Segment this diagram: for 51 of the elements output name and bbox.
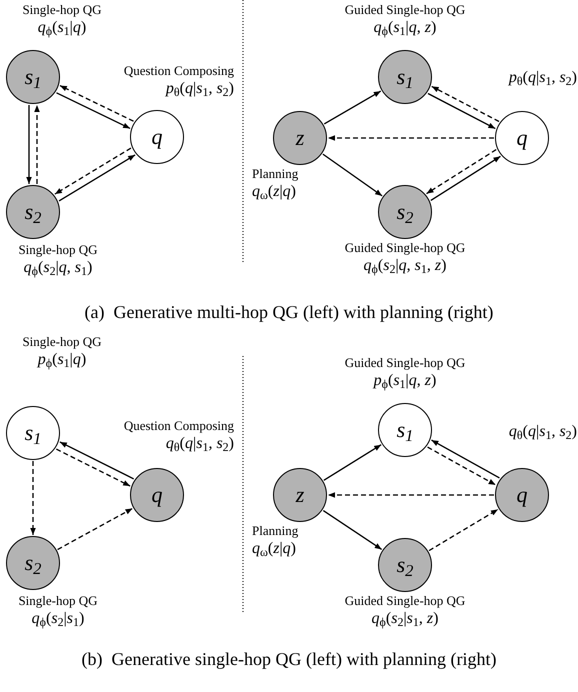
arrow xyxy=(60,441,134,480)
formula-text: q$_{ϕ}$(s$_{1}$|q) xyxy=(38,18,86,38)
arrow xyxy=(324,90,382,124)
formula-text: p$_{ϕ}$(s$_{1}$|q) xyxy=(38,350,86,370)
node-caption: Guided Single-hop QG xyxy=(344,593,466,609)
arrow xyxy=(56,92,130,129)
formula-text: p$_{θ}$(q|s$_{1}$, s$_{2}$) xyxy=(166,79,234,99)
arrow xyxy=(431,440,500,478)
arrow xyxy=(431,86,500,122)
arrow xyxy=(56,448,130,487)
node-caption: Question Composing xyxy=(124,63,234,79)
arrow xyxy=(322,154,382,196)
arrow xyxy=(328,492,494,498)
formula-text: q$_{ϕ}$(s$_{1}$|q, z) xyxy=(374,18,436,38)
formula-text: q$_{ϕ}$(s$_{2}$|s$_{1}$, z) xyxy=(372,609,438,629)
node-caption: Single-hop QG xyxy=(22,2,102,18)
node-caption: Guided Single-hop QG xyxy=(344,240,466,256)
arrow xyxy=(430,156,501,201)
arrow xyxy=(54,148,132,195)
node-caption: Planning xyxy=(252,523,298,539)
figure-caption: (a) Generative multi-hop QG (left) with planning (right) xyxy=(84,301,494,324)
arrow xyxy=(328,135,494,141)
arrow xyxy=(30,461,36,535)
node-caption: Guided Single-hop QG xyxy=(344,2,466,18)
arrow xyxy=(426,149,497,194)
arrow xyxy=(58,154,136,202)
formula-text: q$_{θ}$(q|s$_{1}$, s$_{2}$) xyxy=(508,422,577,442)
formula-text: p$_{θ}$(q|s$_{1}$, s$_{2}$) xyxy=(508,68,577,88)
formula-text: q$_{ϕ}$(s$_{2}$|q, s$_{1}$, z) xyxy=(364,256,446,276)
formula-text: q$_{ω}$(z|q) xyxy=(252,539,296,559)
arrow xyxy=(428,92,496,130)
arrow xyxy=(323,444,382,481)
figure-caption: (b) Generative single-hop QG (left) with planning (right) xyxy=(82,648,496,671)
formula-text: q$_{ω}$(z|q) xyxy=(252,182,296,202)
arrow xyxy=(322,510,382,550)
arrow xyxy=(34,105,40,184)
formula-text: q$_{ϕ}$(s$_{2}$|s$_{1}$) xyxy=(32,609,84,629)
formula-text: q$_{ϕ}$(s$_{2}$|q, s$_{1}$) xyxy=(24,258,92,278)
node-caption: Single-hop QG xyxy=(18,242,98,258)
node-caption: Guided Single-hop QG xyxy=(344,355,466,371)
arrow xyxy=(57,508,133,550)
arrow xyxy=(427,446,496,486)
formula-text: q$_{θ}$(q|s$_{1}$, s$_{2}$) xyxy=(166,434,234,454)
node-caption: Single-hop QG xyxy=(22,334,102,350)
arrow xyxy=(26,105,32,184)
formula-text: p$_{ϕ}$(s$_{1}$|q, z) xyxy=(374,371,436,391)
arrow xyxy=(60,85,134,122)
node-caption: Single-hop QG xyxy=(18,593,98,609)
node-caption: Planning xyxy=(252,166,298,182)
node-caption: Question Composing xyxy=(124,418,234,434)
arrow xyxy=(428,508,498,552)
